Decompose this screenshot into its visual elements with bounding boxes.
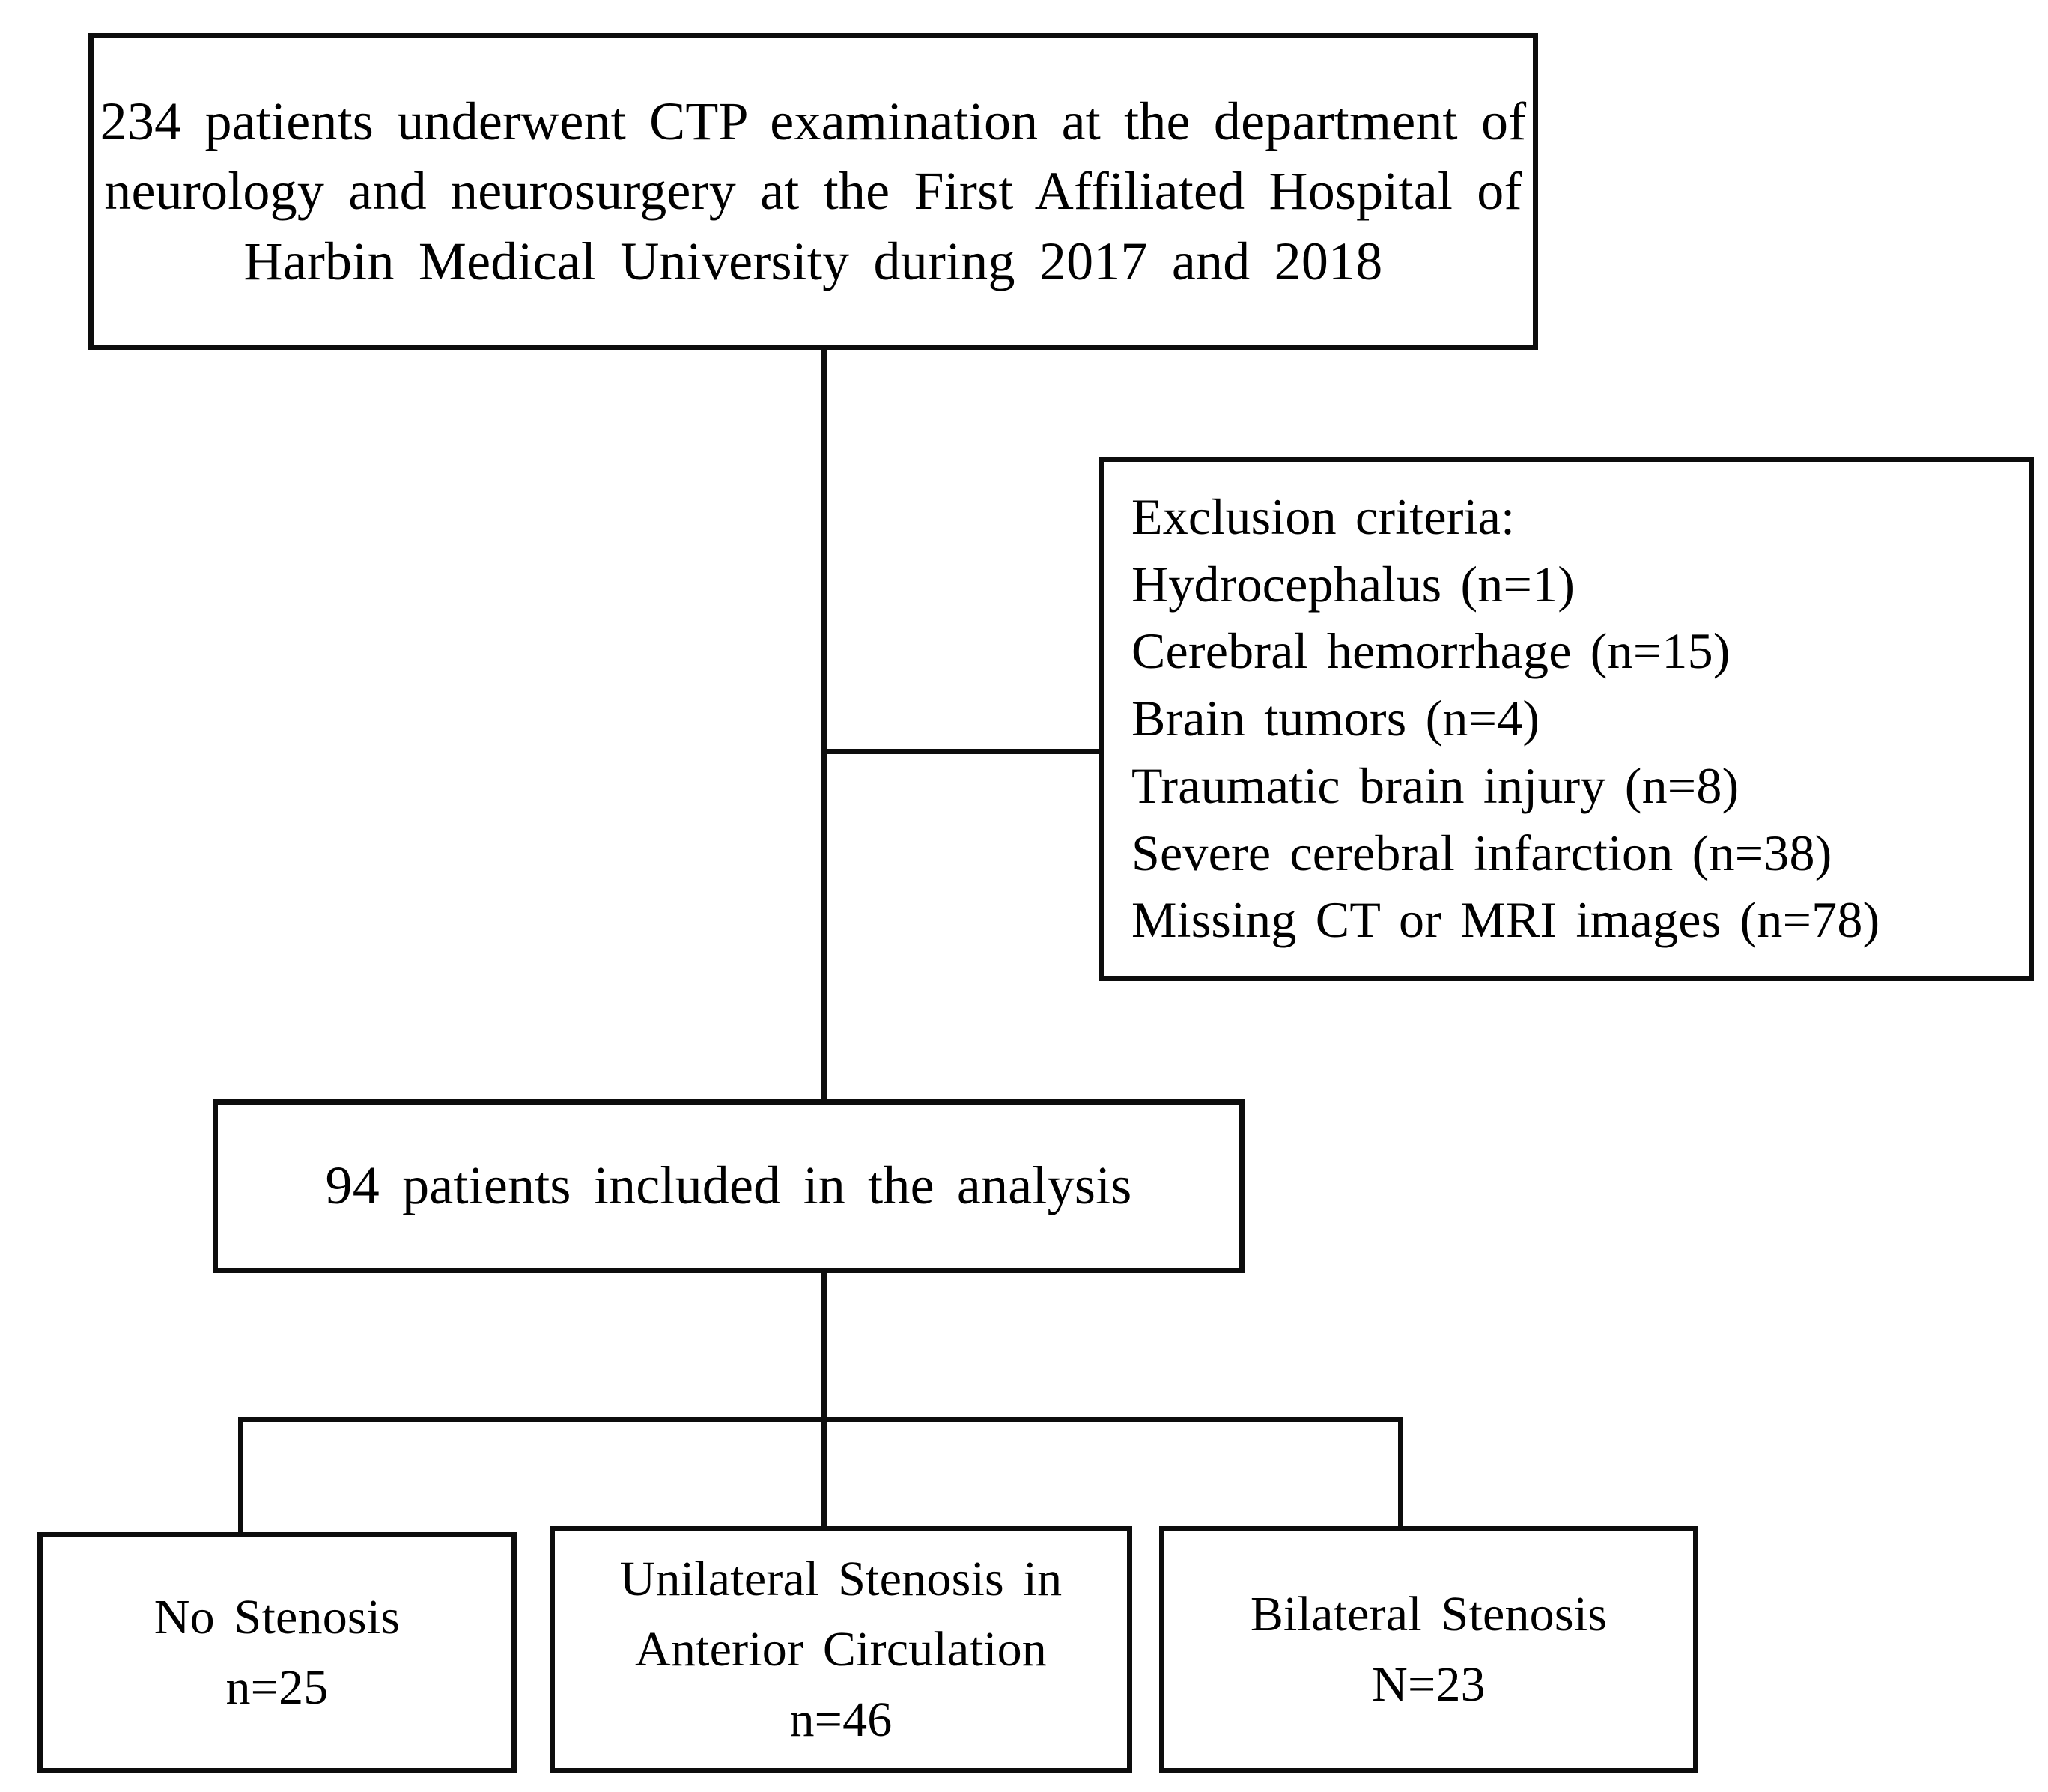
bilateral-stenosis-count: N=23 <box>1372 1657 1486 1712</box>
exclusion-item-cerebral-hemorrhage: Cerebral hemorrhage (n=15) <box>1131 622 1731 680</box>
bilateral-stenosis-label: Bilateral Stenosis <box>1250 1587 1608 1642</box>
unilateral-stenosis-count: n=46 <box>789 1692 893 1747</box>
connector-branch-to-exclusion <box>821 749 1102 754</box>
exclusion-heading: Exclusion criteria: <box>1131 488 1516 545</box>
exclusion-item-hydrocephalus: Hydrocephalus (n=1) <box>1131 555 1575 613</box>
exclusion-item-traumatic-brain-injury: Traumatic brain injury (n=8) <box>1131 756 1739 814</box>
connector-group-split-bar <box>238 1417 1403 1422</box>
enrollment-line-3: Harbin Medical University during 2017 an… <box>243 231 1383 291</box>
group-box-no-stenosis: No Stenosis n=25 <box>37 1532 517 1773</box>
connector-drop-to-no-stenosis <box>238 1417 243 1535</box>
connector-included-to-groups <box>821 1271 827 1531</box>
unilateral-stenosis-label-line-1: Unilateral Stenosis in <box>619 1552 1063 1607</box>
connector-drop-to-bilateral-stenosis <box>1398 1417 1403 1531</box>
unilateral-stenosis-label-line-2: Anterior Circulation <box>634 1622 1048 1677</box>
group-box-bilateral-stenosis: Bilateral Stenosis N=23 <box>1159 1526 1698 1773</box>
enrollment-line-1: 234 patients underwent CTP examination a… <box>100 91 1527 151</box>
enrollment-line-2: neurology and neurosurgery at the First … <box>104 161 1522 222</box>
included-patients-box: 94 patients included in the analysis <box>213 1099 1245 1273</box>
exclusion-criteria-box: Exclusion criteria: Hydrocephalus (n=1) … <box>1099 457 2034 981</box>
exclusion-item-brain-tumors: Brain tumors (n=4) <box>1131 690 1540 747</box>
no-stenosis-count: n=25 <box>225 1660 329 1715</box>
enrollment-box: 234 patients underwent CTP examination a… <box>88 33 1538 350</box>
no-stenosis-label: No Stenosis <box>154 1590 401 1645</box>
connector-enrollment-to-included <box>821 348 827 1102</box>
group-box-unilateral-stenosis: Unilateral Stenosis in Anterior Circulat… <box>550 1526 1132 1773</box>
exclusion-item-missing-images: Missing CT or MRI images (n=78) <box>1131 891 1880 949</box>
exclusion-item-severe-cerebral-infarction: Severe cerebral infarction (n=38) <box>1131 824 1832 881</box>
included-patients-line: 94 patients included in the analysis <box>325 1155 1132 1216</box>
